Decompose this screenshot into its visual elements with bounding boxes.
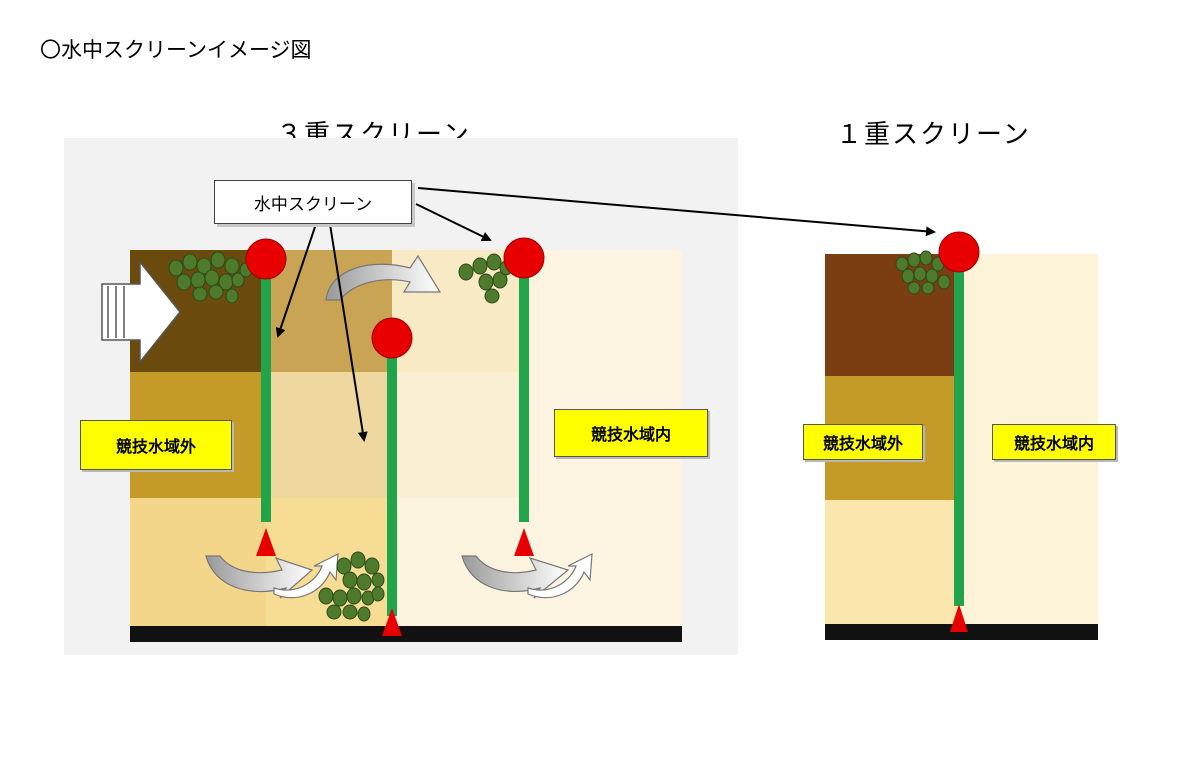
screen1-anchor [256, 528, 276, 556]
screen2-anchor [382, 608, 402, 636]
inflow-arrow [101, 259, 181, 365]
single-outside-top [825, 254, 959, 376]
triple-label-outside: 競技水域外 [80, 420, 232, 470]
screen1-pole [261, 272, 271, 522]
single-screen-float [938, 231, 980, 273]
flow-arrow-bottom-right [461, 555, 570, 599]
single-screen-heading: １重スクリーン [836, 120, 1031, 150]
screen3-anchor [514, 528, 534, 556]
single-screen-pole [954, 266, 964, 606]
single-outside-bottom [825, 500, 959, 624]
outside-layer-bottom [130, 498, 266, 626]
zone2-layer-middle [266, 372, 392, 498]
pointer-screen3 [415, 203, 492, 241]
zone3-layer-middle [392, 372, 524, 498]
zone3-layer-bottom [392, 498, 524, 626]
screen3-float [503, 237, 545, 279]
screen2-pole [387, 352, 397, 616]
seabed-triple [130, 626, 682, 642]
pointer-single-screen [417, 187, 936, 237]
pointer-screen2 [329, 223, 368, 442]
single-screen-anchor [950, 604, 968, 632]
single-label-inside: 競技水域内 [992, 424, 1116, 460]
screen1-float [245, 238, 287, 280]
screen2-float [371, 317, 413, 359]
algae-cluster-top [168, 251, 253, 304]
pointer-screen1 [275, 223, 317, 338]
flow-arrow-bottom-left [205, 555, 314, 599]
page-title: 〇水中スクリーンイメージ図 [40, 38, 312, 62]
triple-screen-diagram [64, 138, 936, 655]
underwater-screen-callout: 水中スクリーン [214, 180, 412, 224]
flow-arrow-top [325, 254, 442, 301]
single-label-outside: 競技水域外 [803, 424, 923, 460]
triple-label-inside: 競技水域内 [554, 409, 708, 457]
algae-cluster-bottom [318, 551, 385, 622]
screen3-pole [519, 272, 529, 522]
